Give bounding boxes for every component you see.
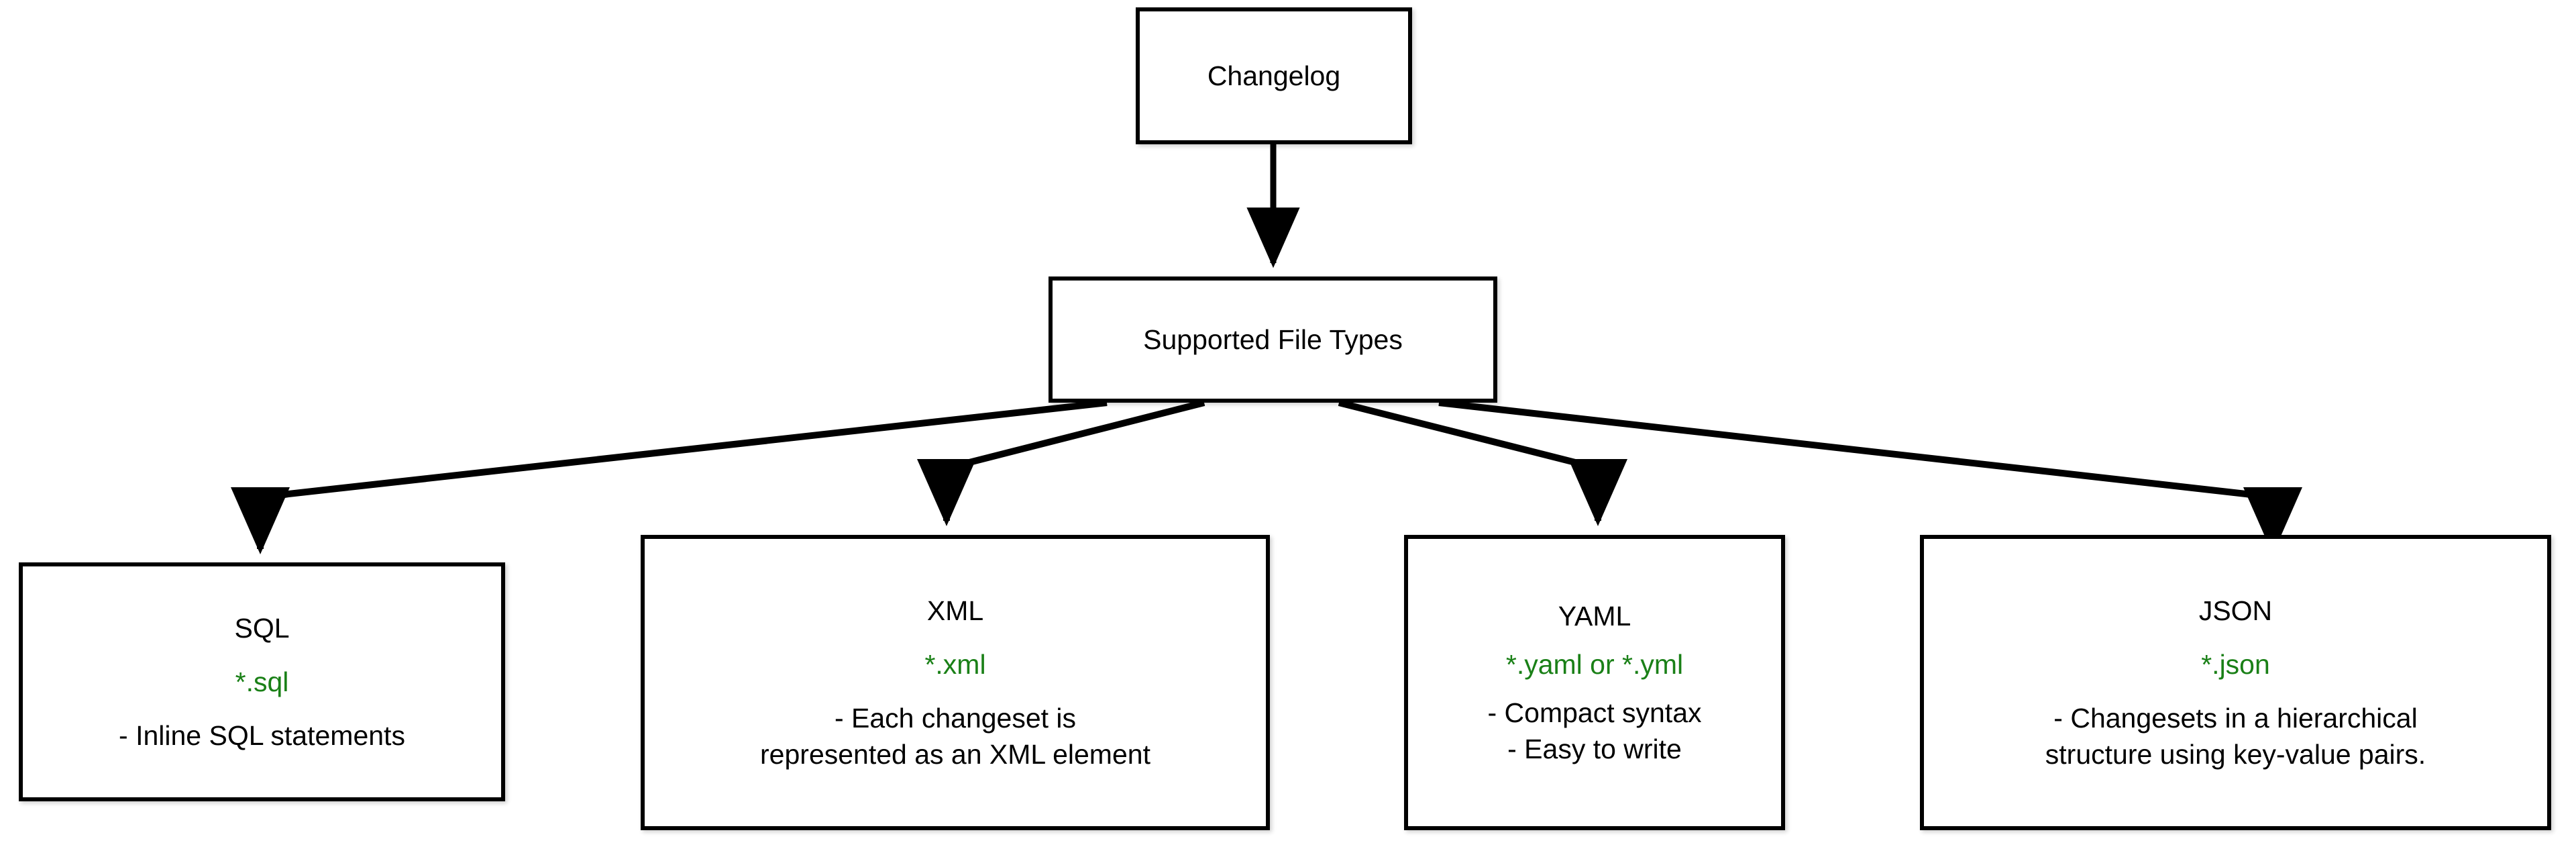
edge-supported-to-xml [917, 399, 1205, 527]
node-json-title: JSON [2198, 595, 2273, 626]
node-supported-file-types-label: Supported File Types [1143, 323, 1403, 355]
node-xml-description-line-1: - Each changeset is [834, 703, 1077, 734]
edge-supported-to-sql [231, 399, 1108, 555]
node-sql-title: SQL [234, 612, 290, 644]
node-yaml-extensions: *.yaml or *.yml [1505, 648, 1684, 680]
node-json-description-line-2: structure using key-value pairs. [2045, 739, 2426, 770]
node-xml-extensions: *.xml [924, 648, 986, 680]
node-yaml-title: YAML [1558, 600, 1631, 632]
node-sql[interactable]: SQL *.sql - Inline SQL statements [19, 562, 505, 801]
node-xml-description-line-2: represented as an XML element [760, 739, 1150, 770]
node-xml-title: XML [926, 595, 984, 626]
node-json-description-line-1: - Changesets in a hierarchical [2053, 703, 2418, 734]
node-xml[interactable]: XML *.xml - Each changeset is represente… [641, 535, 1270, 830]
node-changelog[interactable]: Changelog [1136, 7, 1412, 144]
node-supported-file-types[interactable]: Supported File Types [1049, 277, 1497, 403]
edge-supported-to-yaml [1338, 399, 1627, 527]
node-changelog-label: Changelog [1207, 60, 1341, 91]
node-yaml-description-line-2: - Easy to write [1507, 734, 1682, 765]
node-json[interactable]: JSON *.json - Changesets in a hierarchic… [1920, 535, 2551, 830]
node-sql-extensions: *.sql [235, 666, 289, 697]
node-yaml[interactable]: YAML *.yaml or *.yml - Compact syntax - … [1404, 535, 1785, 830]
node-json-extensions: *.json [2201, 648, 2270, 680]
edge-supported-to-json [1438, 399, 2302, 555]
node-sql-description-line-1: - Inline SQL statements [119, 720, 405, 751]
node-yaml-description-line-1: - Compact syntax [1487, 697, 1702, 728]
